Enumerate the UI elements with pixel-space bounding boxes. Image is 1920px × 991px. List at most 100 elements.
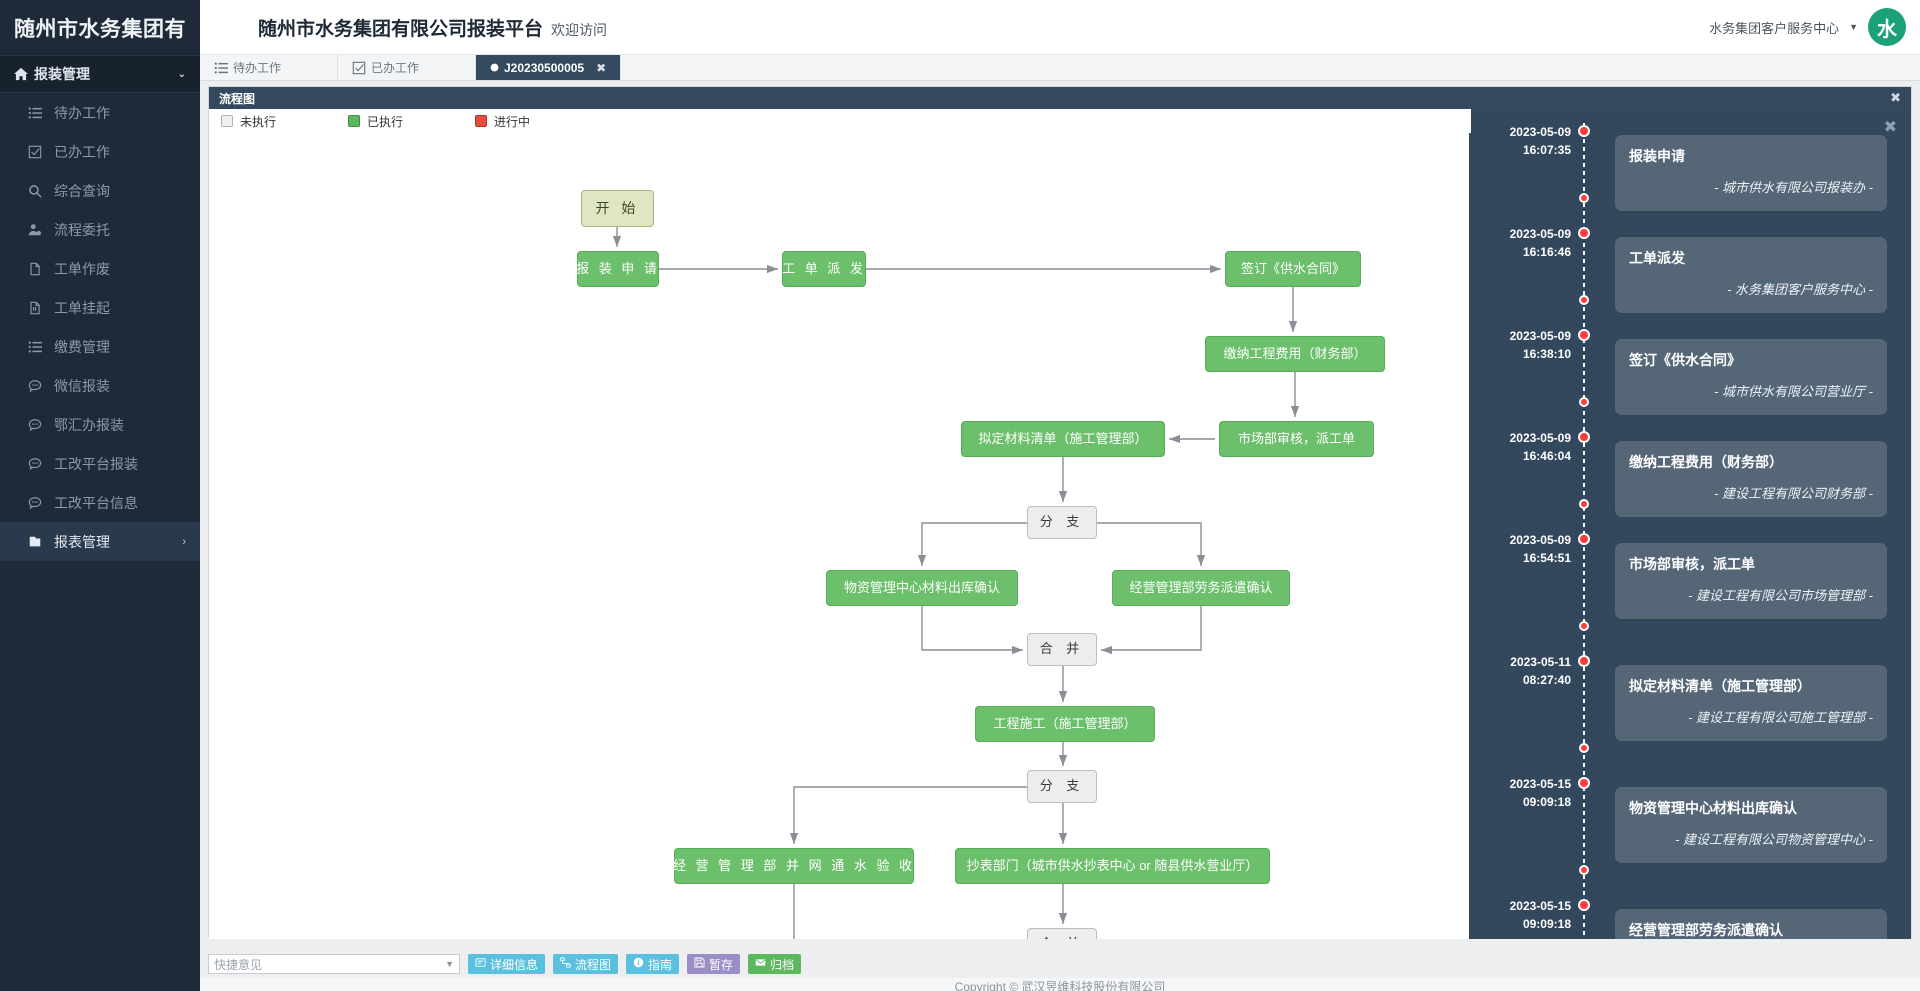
close-icon[interactable]: ✖ <box>596 60 607 75</box>
sidebar-item-4[interactable]: 流程委托 <box>0 210 200 249</box>
timeline-date: 2023-05-11 <box>1510 655 1571 669</box>
flow-node-jingying[interactable]: 经营管理部劳务派遣确认 <box>1112 570 1290 606</box>
legend-swatch <box>348 115 361 127</box>
flow-node-start[interactable]: 开 始 <box>581 190 654 227</box>
toolbar-button-4[interactable]: 暂存 <box>687 954 741 974</box>
tab-label: J20230500005 <box>504 60 585 75</box>
page-header: 随州市水务集团有限公司报装平台欢迎访问 水务集团客户服务中心 ▼ 水 <box>200 0 1920 55</box>
detail-icon <box>475 957 486 971</box>
flow-node-dispatch[interactable]: 工 单 派 发 <box>782 251 866 287</box>
sidebar-item-report-management[interactable]: 报表管理 › <box>0 522 200 561</box>
sidebar-item-11[interactable]: 工改平台信息 <box>0 483 200 522</box>
timeline-date: 2023-05-09 <box>1509 431 1571 445</box>
flow-node-branch2[interactable]: 分 支 <box>1027 770 1097 803</box>
sidebar-item-3[interactable]: 综合查询 <box>0 171 200 210</box>
flow-node-label: 合 并 <box>1039 641 1085 657</box>
flow-node-meter[interactable]: 抄表部门（城市供水抄表中心 or 随县供水营业厅） <box>955 848 1270 884</box>
close-icon[interactable]: ✖ <box>1890 90 1901 105</box>
flow-node-apply[interactable]: 报 装 申 请 <box>576 251 659 287</box>
flow-node-label: 开 始 <box>595 199 640 216</box>
sidebar-item-5[interactable]: 工单作废 <box>0 249 200 288</box>
flow-node-accept[interactable]: 经 营 管 理 部 并 网 通 水 验 收 <box>673 848 914 884</box>
sidebar-item-1[interactable]: 待办工作 <box>0 93 200 132</box>
timeline-card[interactable]: 市场部审核，派工单- 建设工程有限公司市场管理部 - <box>1615 543 1887 619</box>
avatar[interactable]: 水 <box>1868 8 1906 46</box>
timeline-dot <box>1578 329 1590 341</box>
flow-node-fee[interactable]: 缴纳工程费用（财务部） <box>1205 336 1385 372</box>
sidebar-item-10[interactable]: 工改平台报装 <box>0 444 200 483</box>
timeline-card[interactable]: 拟定材料清单（施工管理部）- 建设工程有限公司施工管理部 - <box>1615 665 1887 741</box>
flow-node-label: 签订《供水合同》 <box>1240 260 1345 276</box>
flow-node-label: 合 并 <box>1040 936 1085 939</box>
timeline-card-title: 工单派发 <box>1629 250 1685 266</box>
toolbar-button-5[interactable]: 归档 <box>748 954 802 974</box>
flow-node-material[interactable]: 拟定材料清单（施工管理部） <box>961 421 1165 457</box>
close-icon[interactable]: ✖ <box>1883 119 1897 136</box>
flow-panel-header: 流程图 ✖ <box>209 87 1911 109</box>
flow-node-label: 工程施工（施工管理部） <box>993 715 1137 731</box>
timeline-card[interactable]: 缴纳工程费用（财务部）- 建设工程有限公司财务部 - <box>1615 441 1887 517</box>
toolbar-button-3[interactable]: 指南 <box>626 954 680 974</box>
sidebar-menu-header[interactable]: 报装管理 ⌄ <box>0 55 200 93</box>
flow-node-label: 抄表部门（城市供水抄表中心 or 随县供水营业厅） <box>966 857 1259 873</box>
sidebar-item-9[interactable]: 鄂汇办报装 <box>0 405 200 444</box>
sidebar-item-6[interactable]: 工单挂起 <box>0 288 200 327</box>
chevron-down-icon[interactable]: ▼ <box>1849 22 1858 32</box>
legend-label: 未执行 <box>240 114 277 129</box>
timeline-card-title: 缴纳工程费用（财务部） <box>1629 454 1783 470</box>
timeline-card[interactable]: 经营管理部劳务派遣确认- 建设工程有限公司经营管理部 - <box>1615 909 1887 939</box>
tab-2[interactable]: 已办工作 <box>338 55 476 80</box>
toolbar-button-1[interactable]: 详细信息 <box>468 954 546 974</box>
tab-1[interactable]: 待办工作 <box>200 55 338 80</box>
timeline-card[interactable]: 工单派发- 水务集团客户服务中心 - <box>1615 237 1887 313</box>
timeline-card[interactable]: 报装申请- 城市供水有限公司报装办 - <box>1615 135 1887 211</box>
tab-3[interactable]: J20230500005 ✖ <box>476 55 622 80</box>
legend-item-not-executed: 未执行 <box>221 113 276 130</box>
timeline-dot-secondary <box>1579 621 1589 631</box>
sidebar-item-label: 缴费管理 <box>54 338 110 355</box>
flow-panel: 流程图 ✖ 未执行已执行进行中 <box>208 86 1912 939</box>
sidebar-item-7[interactable]: 缴费管理 <box>0 327 200 366</box>
flow-node-branch1[interactable]: 分 支 <box>1027 506 1097 539</box>
quick-opinion-select[interactable]: 快捷意见 ▼ <box>208 954 460 974</box>
timeline-card[interactable]: 签订《供水合同》- 城市供水有限公司营业厅 - <box>1615 339 1887 415</box>
header-user-area[interactable]: 水务集团客户服务中心 ▼ 水 <box>1709 8 1906 46</box>
toolbar-buttons: 详细信息流程图指南暂存归档 <box>468 954 802 974</box>
flow-node-build[interactable]: 工程施工（施工管理部） <box>975 706 1155 742</box>
flow-node-merge2[interactable]: 合 并 <box>1027 928 1097 939</box>
sidebar: 随州市水务集团有 报装管理 ⌄ 待办工作已办工作综合查询流程委托工单作废工单挂起… <box>0 0 200 991</box>
timeline-time: 16:38:10 <box>1522 347 1571 361</box>
timeline-dot <box>1578 431 1590 443</box>
footer-copyright: Copyright © 武汉昱维科技股份有限公司 <box>200 978 1920 991</box>
timeline-time: 09:09:18 <box>1522 795 1571 809</box>
sidebar-item-label: 待办工作 <box>54 104 110 121</box>
timeline-card-title: 签订《供水合同》 <box>1629 352 1741 368</box>
sidebar-item-8[interactable]: 微信报装 <box>0 366 200 405</box>
toolbar-button-2[interactable]: 流程图 <box>553 954 619 974</box>
flow-node-label: 物资管理中心材料出库确认 <box>843 579 1000 595</box>
flow-node-contract[interactable]: 签订《供水合同》 <box>1225 251 1361 287</box>
sidebar-item-label: 工单挂起 <box>54 299 110 316</box>
sidebar-item-2[interactable]: 已办工作 <box>0 132 200 171</box>
flow-node-market[interactable]: 市场部审核，派工单 <box>1219 421 1374 457</box>
timeline-card-title: 报装申请 <box>1629 148 1685 164</box>
timeline-dot-secondary <box>1579 865 1589 875</box>
timeline-card[interactable]: 物资管理中心材料出库确认- 建设工程有限公司物资管理中心 - <box>1615 787 1887 863</box>
flow-node-wuzi[interactable]: 物资管理中心材料出库确认 <box>826 570 1018 606</box>
flow-node-merge1[interactable]: 合 并 <box>1027 633 1097 666</box>
list-icon <box>28 340 54 354</box>
flow-canvas: 开 始报 装 申 请 工 单 派 发 签订《供水合同》缴纳工程费用（财务部） 市场部审… <box>209 133 1471 939</box>
